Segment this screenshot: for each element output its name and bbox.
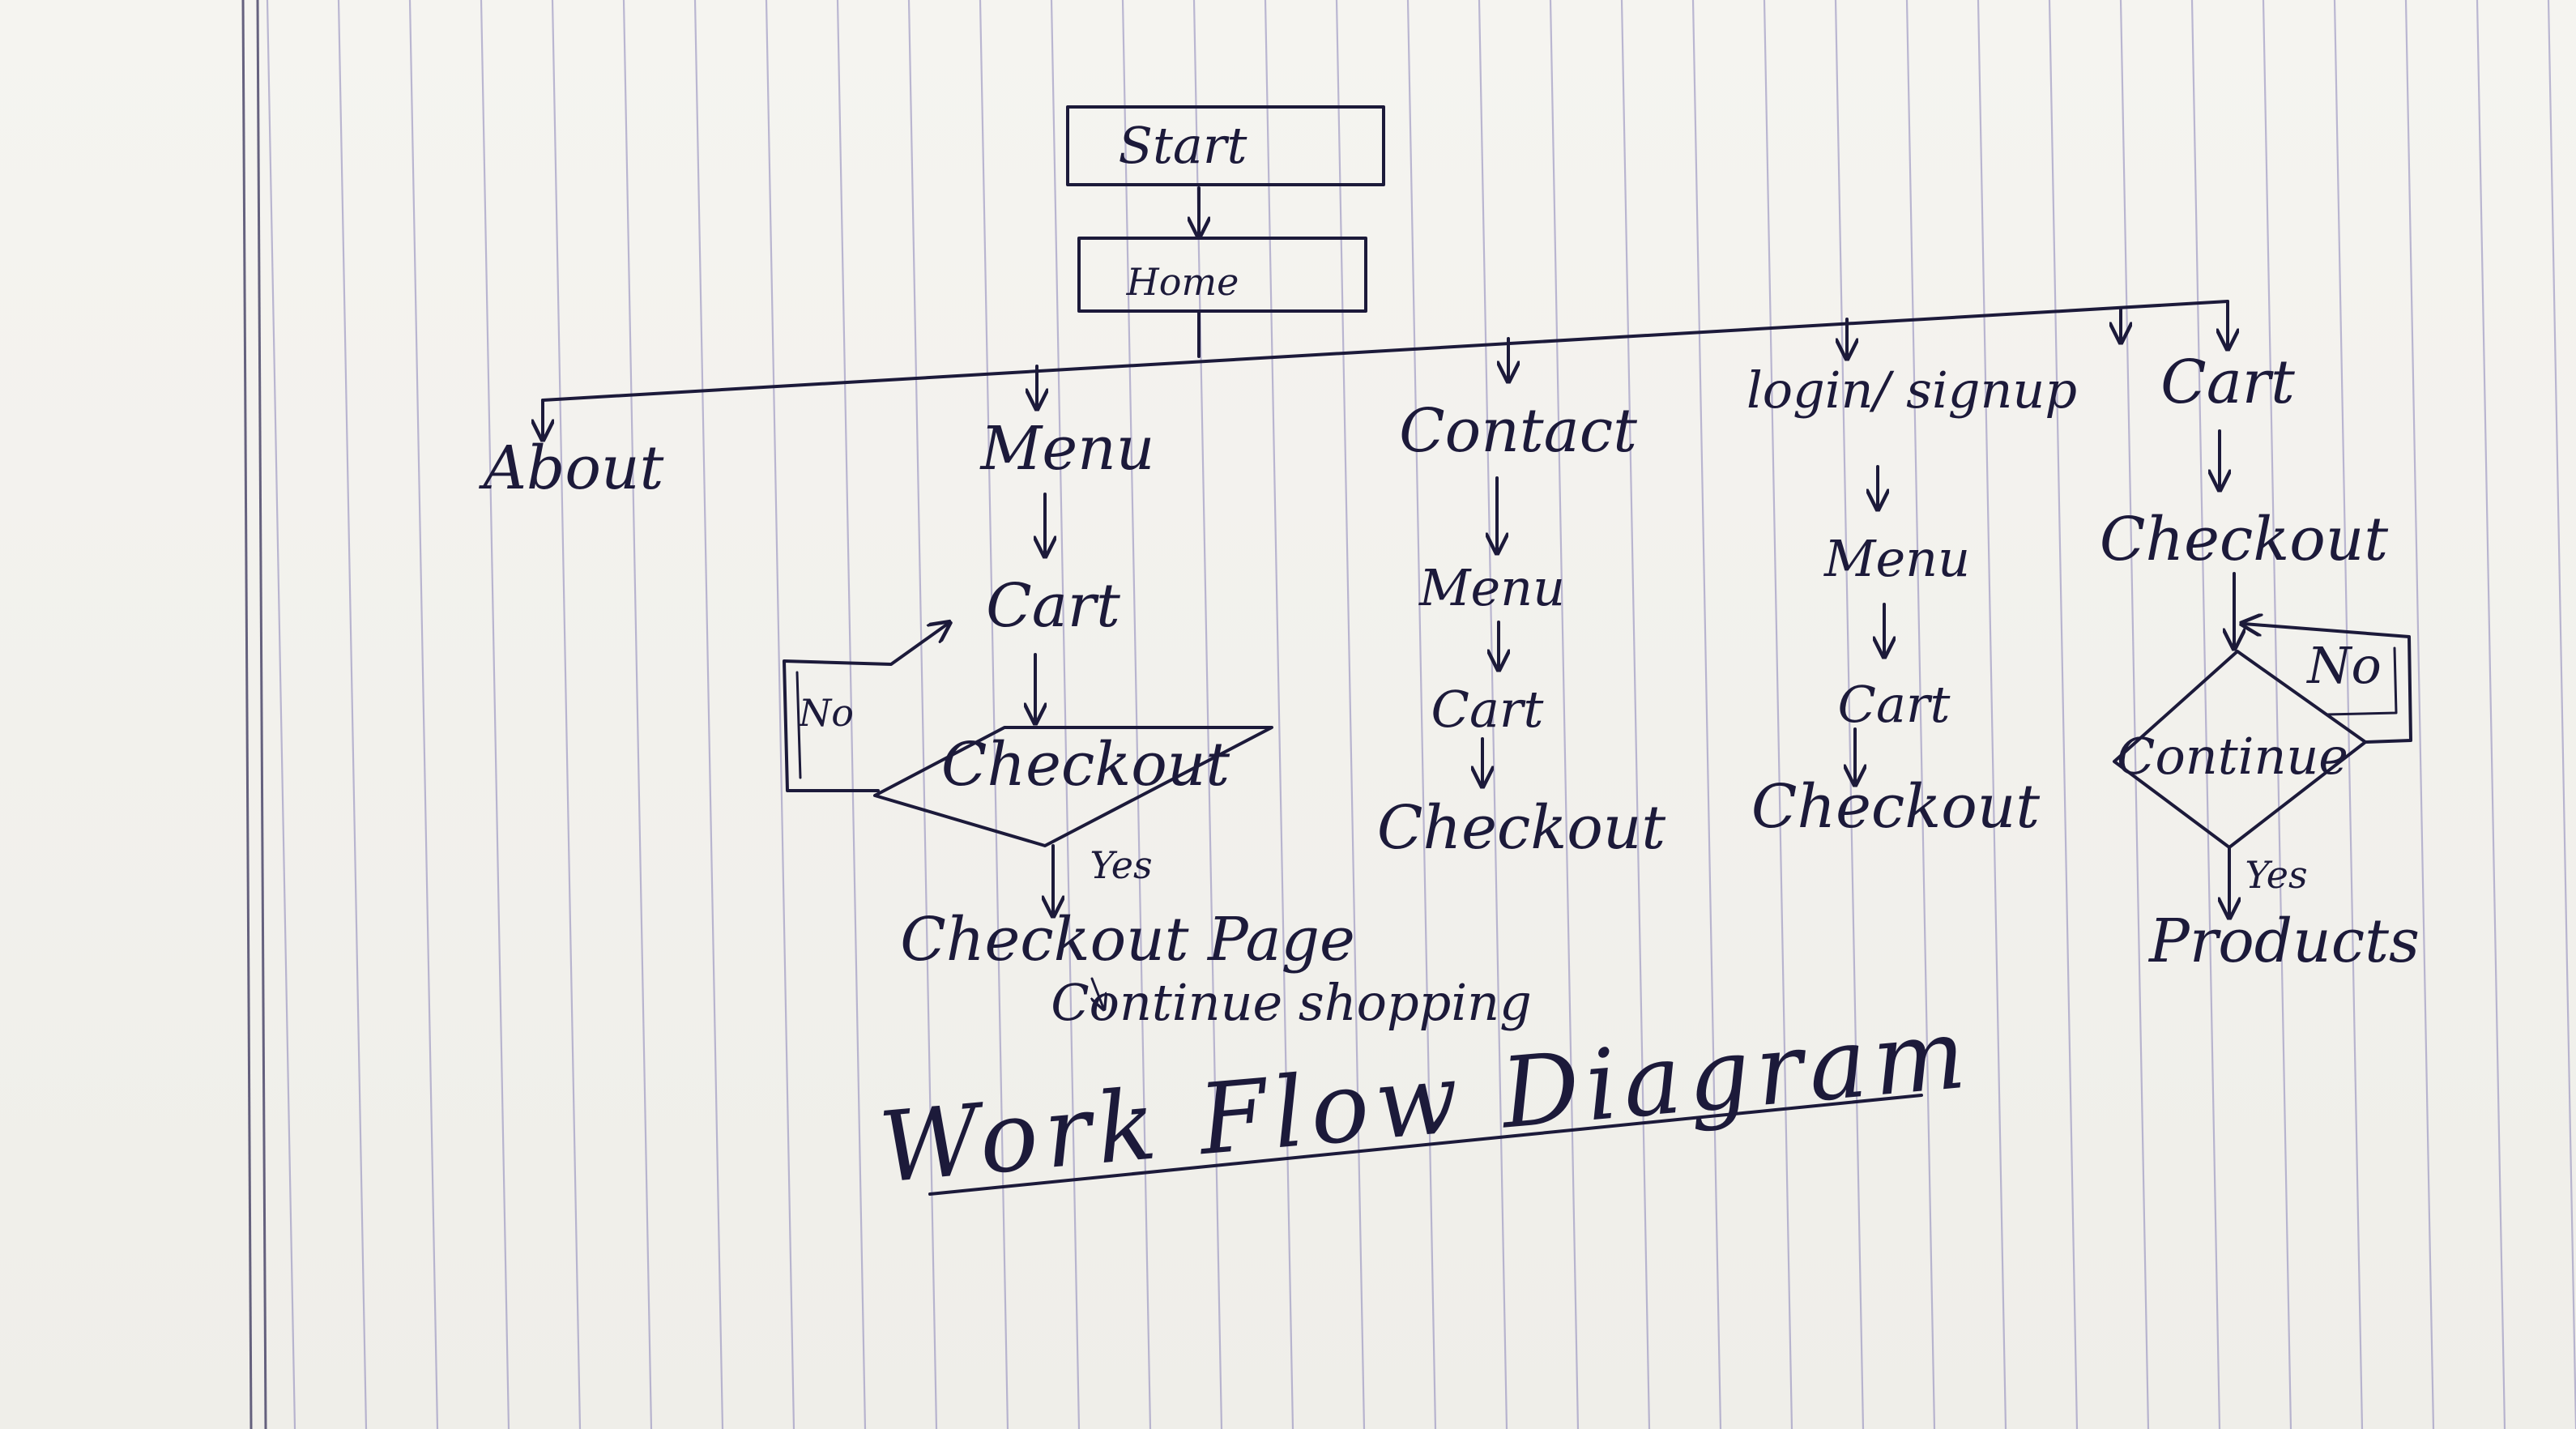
ruled-line xyxy=(551,0,582,1429)
menu-yes-label: Yes xyxy=(1090,843,1153,887)
ruled-line xyxy=(1691,0,1722,1429)
login-cart-node: Cart xyxy=(1837,675,1951,734)
margin-line xyxy=(241,0,253,1429)
menu-no-loop xyxy=(783,624,948,792)
ruled-line xyxy=(2262,0,2292,1429)
ruled-line xyxy=(1406,0,1437,1429)
ruled-line xyxy=(1763,0,1793,1429)
ruled-line xyxy=(480,0,510,1429)
ruled-line xyxy=(1977,0,2007,1429)
title-underline xyxy=(928,1094,1923,1196)
ruled-line xyxy=(2476,0,2506,1429)
continue-shopping-node: Continue shopping xyxy=(1051,973,1532,1032)
checkout-page-node: Checkout Page xyxy=(900,905,1355,975)
menu-checkout-diamond xyxy=(873,726,1273,847)
ruled-line xyxy=(337,0,368,1429)
contact-node: Contact xyxy=(1399,396,1637,466)
ruled-line xyxy=(2048,0,2079,1429)
margin-line xyxy=(256,0,267,1429)
ruled-line xyxy=(1620,0,1651,1429)
login-checkout-node: Checkout xyxy=(1751,772,2041,842)
branch-bus xyxy=(541,300,2229,402)
ruled-line xyxy=(1478,0,1508,1429)
menu-node: Menu xyxy=(980,414,1155,484)
contact-cart-node: Cart xyxy=(1431,680,1544,739)
menu-checkout-node: Checkout xyxy=(940,730,1230,800)
menu-no-loop-inner xyxy=(795,671,802,779)
ruled-line xyxy=(1050,0,1081,1429)
start-node: Start xyxy=(1118,116,1247,175)
cart-no-loop xyxy=(2244,624,2412,744)
ruled-line xyxy=(765,0,795,1429)
cart-no-label: No xyxy=(2307,636,2382,695)
ruled-line xyxy=(979,0,1009,1429)
cart-yes-label: Yes xyxy=(2245,853,2308,897)
ruled-line xyxy=(2119,0,2150,1429)
ruled-line xyxy=(408,0,439,1429)
home-node: Home xyxy=(1126,260,1239,304)
cart-no-loop-inner xyxy=(2325,646,2398,716)
ruled-line xyxy=(2404,0,2435,1429)
login-signup-node: login/ signup xyxy=(1746,360,2078,420)
login-menu-node: Menu xyxy=(1823,529,1971,588)
contact-menu-node: Menu xyxy=(1418,558,1566,617)
ruled-line xyxy=(622,0,653,1429)
ruled-line xyxy=(836,0,867,1429)
ruled-line xyxy=(2547,0,2576,1429)
ruled-line xyxy=(1549,0,1580,1429)
ruled-line xyxy=(2190,0,2221,1429)
ruled-line xyxy=(907,0,938,1429)
menu-no-label: No xyxy=(799,691,854,735)
home-box xyxy=(1077,237,1367,313)
cart-node: Cart xyxy=(2160,348,2295,417)
cart-continue-node: Continue xyxy=(2117,727,2348,786)
menu-cart-node: Cart xyxy=(986,571,1120,641)
ruled-line xyxy=(1834,0,1865,1429)
products-node: Products xyxy=(2149,906,2420,976)
ruled-line xyxy=(266,0,296,1429)
ruled-line xyxy=(1905,0,1936,1429)
arrow-checkoutpage-continue xyxy=(1092,977,1103,1008)
cart-checkout-node: Checkout xyxy=(2099,505,2389,574)
about-node: About xyxy=(483,433,664,503)
ruled-line xyxy=(693,0,724,1429)
contact-checkout-node: Checkout xyxy=(1376,793,1666,863)
